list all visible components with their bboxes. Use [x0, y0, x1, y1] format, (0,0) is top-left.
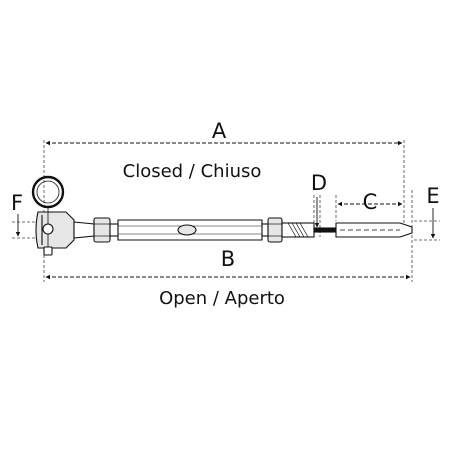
- left-nut: [93, 217, 111, 243]
- label-f: F: [11, 191, 23, 215]
- ring: [31, 175, 65, 209]
- right-nut: [267, 217, 283, 243]
- label-c: C: [363, 190, 378, 214]
- label-b: B: [221, 247, 235, 271]
- barrel-slot: [177, 224, 197, 236]
- label-open: Open / Aperto: [159, 288, 285, 309]
- jaw-pin: [42, 223, 54, 235]
- label-d: D: [311, 171, 327, 195]
- turnbuckle: [31, 175, 413, 256]
- label-e: E: [426, 184, 439, 208]
- label-closed: Closed / Chiuso: [123, 161, 262, 182]
- label-a: A: [212, 119, 227, 143]
- wire: [313, 227, 339, 233]
- dimension-arrows: [15, 140, 436, 280]
